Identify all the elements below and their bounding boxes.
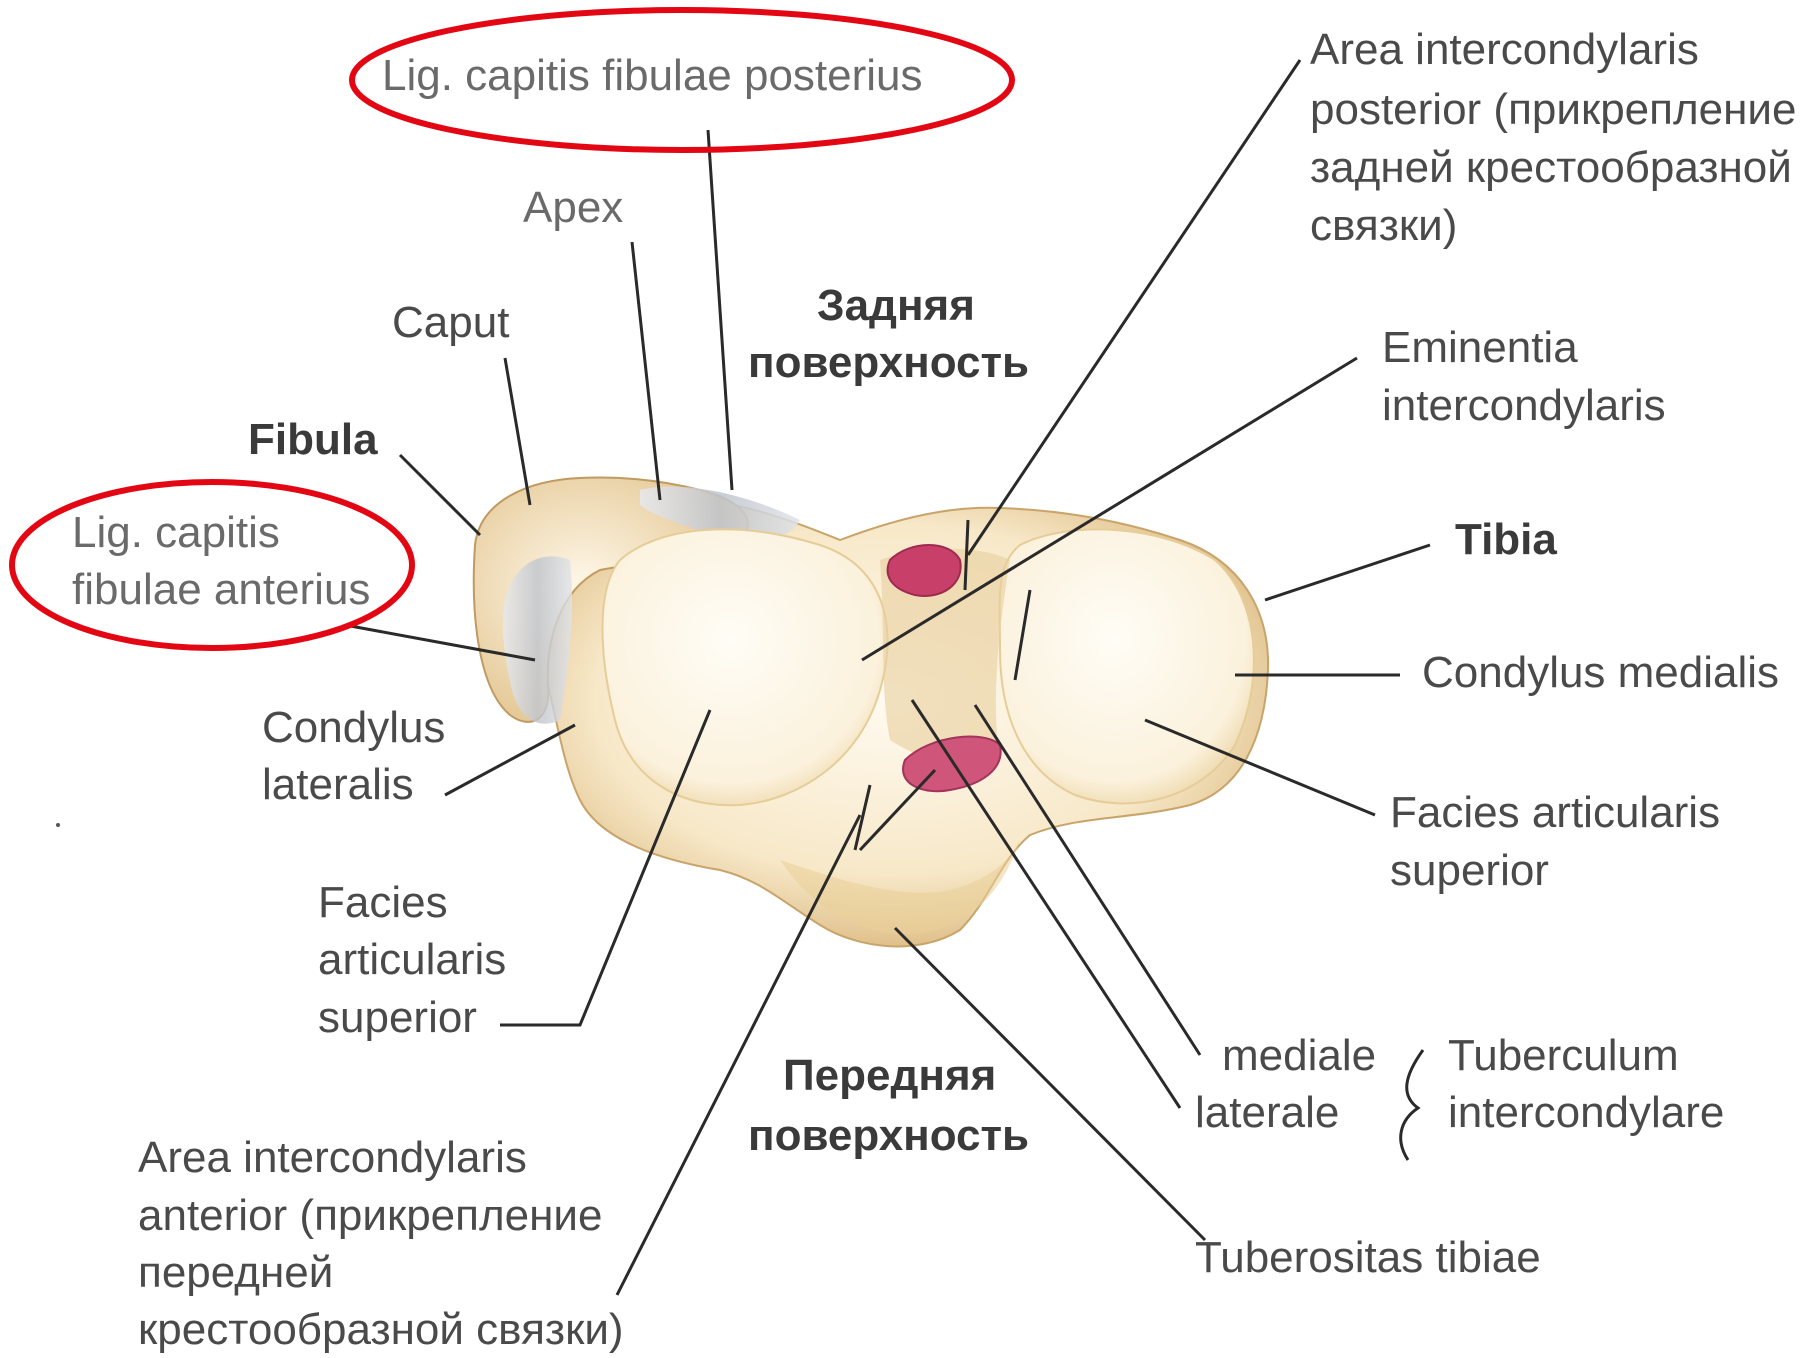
label-condylus-lateralis-2: lateralis [262,757,414,813]
label-zadnyaya-2: поверхность [748,335,1029,391]
label-fibula: Fibula [248,412,378,468]
label-facies-left-1: Facies [318,875,448,931]
label-facies-right-1: Facies articularis [1390,785,1720,841]
label-zadnyaya-1: Задняя [817,278,975,334]
label-perednyaya-2: поверхность [748,1108,1029,1164]
label-tuberositas: Tuberositas tibiae [1195,1230,1541,1286]
label-perednyaya-1: Передняя [783,1048,996,1104]
label-area-anterior-4: крестообразной связки) [138,1302,624,1358]
label-area-posterior-3: задней крестообразной [1310,140,1792,196]
label-area-anterior-2: anterior (прикрепление [138,1188,602,1244]
label-tibia: Tibia [1455,512,1557,568]
label-facies-left-2: articularis [318,932,506,988]
leader-apex [632,242,660,500]
posterior-attachment [888,545,961,596]
label-area-posterior-1: Area intercondylaris [1310,22,1699,78]
medial-articular-surface [1000,529,1254,803]
tuberculum-brace [1401,1050,1423,1160]
label-caput: Caput [392,295,509,351]
label-facies-right-2: superior [1390,843,1549,899]
label-condylus-lateralis-1: Condylus [262,700,445,756]
leader-caput [505,358,530,505]
label-lig-anterius-2: fibulae anterius [72,562,370,618]
label-apex: Apex [523,180,623,236]
label-lig-posterius: Lig. capitis fibulae posterius [382,48,923,104]
label-mediale: mediale [1222,1028,1376,1084]
label-area-posterior-4: связки) [1310,198,1457,254]
leader-condylus-lateralis [445,725,575,795]
leader-lig-posterius [708,130,732,490]
stray-mark [56,823,60,827]
leader-tibia [1265,545,1430,600]
label-condylus-medialis: Condylus medialis [1422,645,1779,701]
label-eminentia-1: Eminentia [1382,320,1578,376]
label-tuberculum-2: intercondylare [1448,1085,1724,1141]
label-eminentia-2: intercondylaris [1382,378,1666,434]
leader-fibula [400,455,480,535]
label-area-anterior-1: Area intercondylaris [138,1130,527,1186]
label-lig-anterius-1: Lig. capitis [72,505,280,561]
label-tuberculum-1: Tuberculum [1448,1028,1679,1084]
label-facies-left-3: superior [318,990,477,1046]
label-laterale: laterale [1195,1085,1339,1141]
label-area-anterior-3: передней [138,1245,333,1301]
leader-area-posterior [968,60,1300,555]
label-area-posterior-2: posterior (прикрепление [1310,82,1796,138]
